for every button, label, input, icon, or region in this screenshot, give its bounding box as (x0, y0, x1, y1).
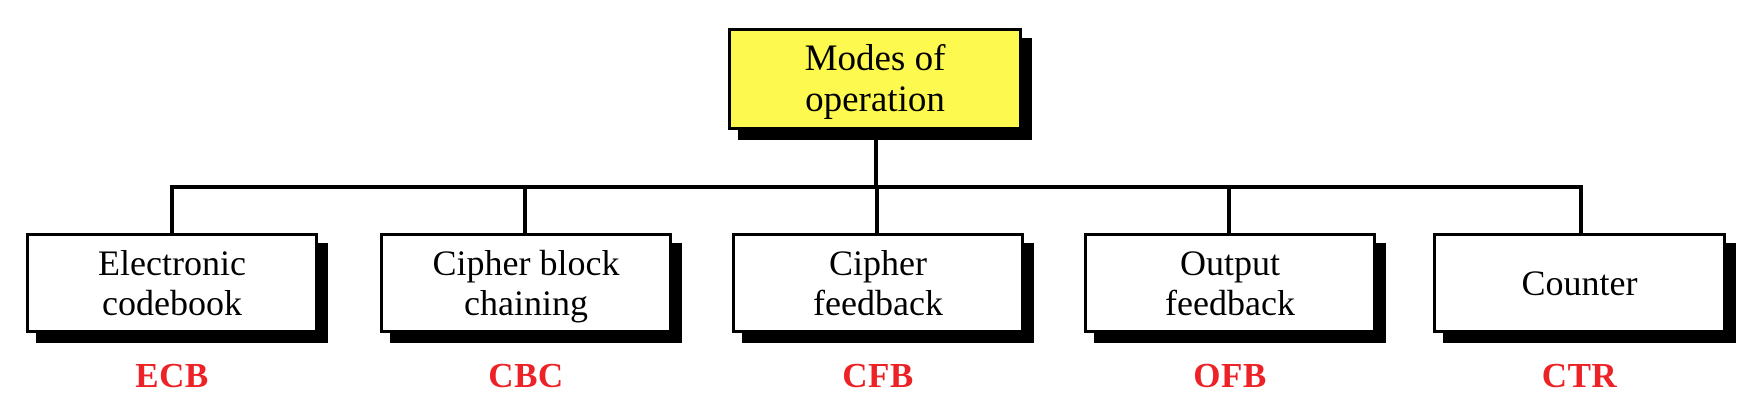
leaf-node-label-cbc: Cipher block chaining (432, 242, 620, 323)
stem-line-ctr (1579, 185, 1583, 235)
acronym-label-ofb: OFB (1193, 356, 1267, 395)
leaf-node-label-ecb: Electronic codebook (98, 242, 246, 323)
leaf-node-label-ofb: Output feedback (1165, 242, 1295, 323)
stem-line-cfb (875, 185, 879, 235)
leaf-node-cipher-feedback[interactable]: Cipher feedback (732, 233, 1024, 333)
leaf-node-electronic-codebook[interactable]: Electronic codebook (26, 233, 318, 333)
acronym-label-ecb: ECB (135, 356, 209, 395)
root-node-label: Modes of operation (804, 37, 946, 120)
stem-line-cbc (523, 185, 527, 235)
acronym-label-ctr: CTR (1541, 356, 1618, 395)
leaf-node-label-cfb: Cipher feedback (813, 242, 943, 323)
leaf-node-output-feedback[interactable]: Output feedback (1084, 233, 1376, 333)
stem-line-ofb (1227, 185, 1231, 235)
acronym-label-cbc: CBC (488, 356, 564, 395)
root-node-modes-of-operation[interactable]: Modes of operation (728, 28, 1022, 130)
stem-line-ecb (170, 185, 174, 235)
leaf-node-cipher-block-chaining[interactable]: Cipher block chaining (380, 233, 672, 333)
acronym-label-cfb: CFB (842, 356, 914, 395)
root-stem-line (874, 130, 878, 189)
leaf-node-counter[interactable]: Counter (1433, 233, 1726, 333)
leaf-node-label-ctr: Counter (1521, 262, 1638, 303)
